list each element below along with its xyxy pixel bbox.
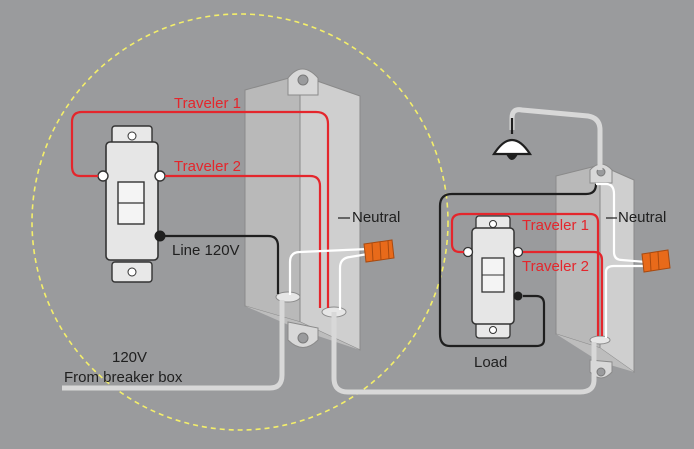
right-switch: [462, 215, 524, 339]
label-source-description: From breaker box: [64, 369, 183, 386]
label-load: Load: [474, 354, 507, 371]
label-neutral-right: Neutral: [618, 209, 666, 226]
label-neutral-left: Neutral: [352, 209, 400, 226]
label-traveler-1-left: Traveler 1: [174, 95, 241, 112]
left-traveler-wires: [70, 110, 330, 308]
wire-nut-icon: [363, 239, 395, 263]
label-line-120v: Line 120V: [172, 242, 240, 259]
left-neutral-wires: [288, 247, 369, 310]
label-source-voltage: 120V: [112, 349, 147, 366]
wire-nut-icon: [641, 249, 671, 273]
right-hot-wires: [438, 183, 598, 348]
left-switch: [97, 125, 166, 283]
left-junction-box: [244, 68, 361, 351]
pendant-lamp-icon: [491, 118, 533, 160]
label-traveler-1-right: Traveler 1: [522, 217, 589, 234]
label-traveler-2-left: Traveler 2: [174, 158, 241, 175]
right-junction-box: [555, 163, 635, 379]
right-neutral-wires: [596, 182, 647, 338]
cable-sheaths: [62, 107, 603, 395]
left-hot-wire: [165, 234, 280, 294]
highlight-circle: [31, 13, 449, 431]
right-traveler-wires: [450, 212, 604, 336]
label-traveler-2-right: Traveler 2: [522, 258, 589, 275]
